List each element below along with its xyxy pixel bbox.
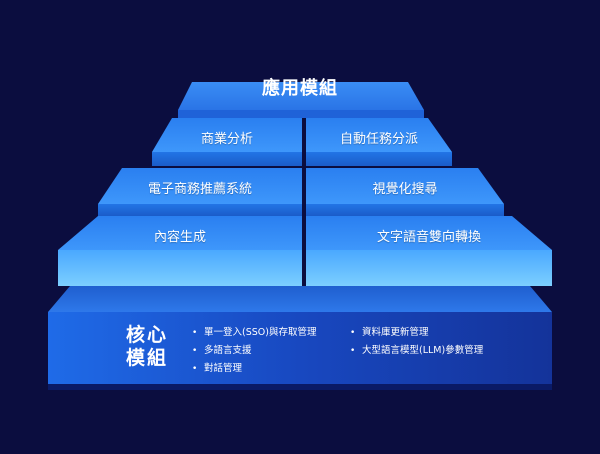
core-feature-label: 單一登入(SSO)與存取管理 [204, 327, 317, 338]
core-feature-item: • 資料庫更新管理 [350, 324, 483, 342]
tier1-top-left [152, 118, 302, 152]
tier1-top-right [306, 118, 452, 152]
tier2-front-right [306, 204, 504, 216]
core-feature-label: 對話管理 [204, 363, 243, 374]
tier3-top-left [58, 216, 302, 250]
core-block-front [48, 312, 552, 384]
bullet-icon: • [350, 346, 356, 356]
tier1-front-right [306, 152, 452, 166]
module-visual-search: 視覺化搜尋 [372, 182, 438, 197]
core-feature-item: • 對話管理 [192, 360, 316, 378]
core-feature-item: • 單一登入(SSO)與存取管理 [192, 324, 316, 342]
core-feature-item: • 多語言支援 [192, 342, 316, 360]
core-feature-list-left: • 單一登入(SSO)與存取管理 • 多語言支援 • 對話管理 [192, 324, 316, 378]
core-title-line1: 核心 [126, 324, 169, 346]
tier2-front-left [98, 204, 302, 216]
apex-front [178, 110, 424, 118]
core-feature-item: • 大型語言模型(LLM)參數管理 [350, 342, 483, 360]
tier2-top-right [306, 168, 504, 204]
core-layer-title: 核心 模組 [126, 324, 178, 370]
tier3-top-right [306, 216, 552, 250]
module-ecommerce-recommendation: 電子商務推薦系統 [147, 182, 252, 197]
core-feature-label: 資料庫更新管理 [362, 327, 429, 338]
bullet-icon: • [192, 346, 198, 356]
core-title-line2: 模組 [126, 347, 169, 369]
core-block-shadow [48, 384, 552, 390]
core-feature-label: 多語言支援 [204, 345, 252, 356]
tier1-front-left [152, 152, 302, 166]
apex-top [178, 82, 424, 110]
core-feature-list-right: • 資料庫更新管理 • 大型語言模型(LLM)參數管理 [350, 324, 483, 360]
module-auto-task-dispatch: 自動任務分派 [339, 132, 418, 147]
module-speech-text-conversion: 文字語音雙向轉換 [376, 230, 481, 245]
tier3-front-right [306, 250, 552, 286]
core-block-top [48, 286, 552, 312]
bullet-icon: • [192, 328, 198, 338]
module-business-analytics: 商業分析 [200, 132, 253, 147]
bullet-icon: • [350, 328, 356, 338]
app-layer-title: 應用模組 [262, 78, 338, 99]
core-feature-label: 大型語言模型(LLM)參數管理 [362, 345, 484, 356]
bullet-icon: • [192, 364, 198, 374]
module-content-generation: 內容生成 [153, 230, 206, 245]
tier3-front-left [58, 250, 302, 286]
tier2-top-left [98, 168, 302, 204]
